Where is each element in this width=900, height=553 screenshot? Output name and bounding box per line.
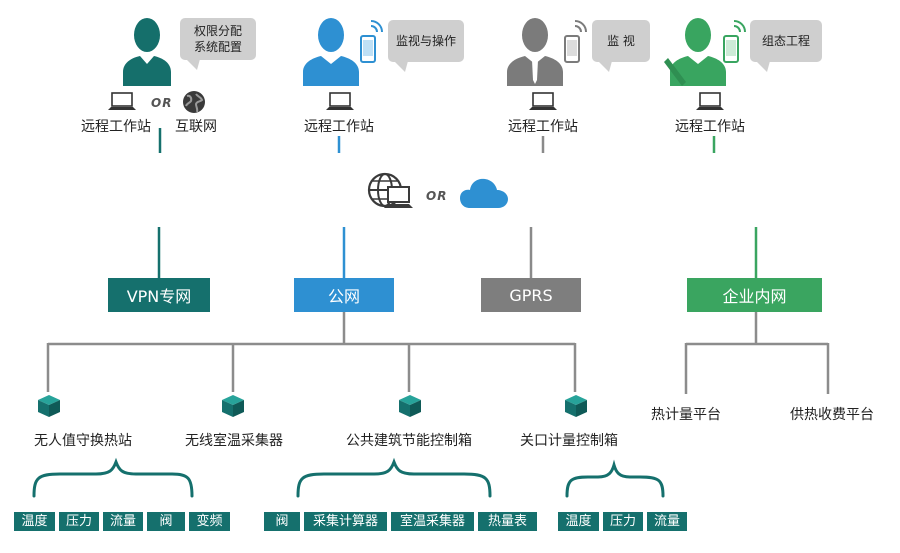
- brace-2: [296, 457, 492, 498]
- middle-bus: [157, 226, 758, 278]
- tag-frequency-converter: 变频: [189, 512, 230, 531]
- top-bus: [158, 128, 716, 154]
- or-label-station1: OR: [151, 96, 173, 110]
- laptop-icon: [696, 92, 724, 110]
- laptop-icon: [108, 92, 136, 110]
- platform-bus: [684, 312, 830, 394]
- tag-pressure: 压力: [603, 512, 643, 531]
- laptop-icon: [529, 92, 557, 110]
- device-label-building-control-box: 公共建筑节能控制箱: [346, 433, 472, 449]
- cloud-icon: [460, 178, 508, 208]
- platform-label-billing: 供热收费平台: [790, 407, 874, 423]
- device-label-heat-station: 无人值守换热站: [34, 433, 132, 449]
- station-label-1: 远程工作站: [81, 119, 151, 135]
- speech-bubble-monitor: 监 视: [592, 20, 650, 62]
- tag-acquisition-calculator: 采集计算器: [304, 512, 387, 531]
- or-label-center: OR: [426, 189, 448, 203]
- station-label-4: 远程工作站: [675, 119, 745, 135]
- tag-pressure: 压力: [59, 512, 99, 531]
- tag-flow: 流量: [647, 512, 687, 531]
- tag-temperature: 温度: [558, 512, 599, 531]
- brace-3: [565, 459, 665, 498]
- laptop-icon: [326, 92, 354, 110]
- person-with-phone-pen-icon: [664, 18, 746, 86]
- internet-label: 互联网: [175, 119, 217, 135]
- speech-bubble-operator: 监视与操作: [388, 20, 464, 62]
- globe-icon: [183, 91, 205, 113]
- tag-heat-meter: 热量表: [478, 512, 537, 531]
- tag-temperature: 温度: [14, 512, 55, 531]
- cube-icon: [38, 395, 60, 417]
- device-bus: [46, 312, 577, 392]
- operator-user-figure: [301, 16, 387, 90]
- speech-bubble-admin: 权限分配 系统配置: [180, 18, 256, 60]
- station-label-3: 远程工作站: [508, 119, 578, 135]
- tag-valve: 阀: [147, 512, 185, 531]
- tag-flow: 流量: [103, 512, 143, 531]
- brace-group: [32, 457, 665, 498]
- network-public-box: 公网: [294, 278, 394, 312]
- network-enterprise-box: 企业内网: [687, 278, 822, 312]
- tag-valve: 阀: [264, 512, 300, 531]
- globe-laptop-icon: [367, 172, 413, 208]
- tag-room-temp-collector: 室温采集器: [391, 512, 474, 531]
- station-label-2: 远程工作站: [304, 119, 374, 135]
- monitor-user-figure: [505, 16, 591, 90]
- device-label-gateway-meter-box: 关口计量控制箱: [520, 433, 618, 449]
- person-with-phone-icon: [303, 18, 383, 86]
- brace-1: [32, 457, 194, 498]
- admin-user-figure: [121, 16, 173, 90]
- network-vpn-box: VPN专网: [108, 278, 210, 312]
- cube-icon: [399, 395, 421, 417]
- platform-label-heat-metering: 热计量平台: [651, 407, 721, 423]
- speech-bubble-engineer: 组态工程: [750, 20, 822, 62]
- person-with-phone-icon: [507, 18, 587, 86]
- person-icon: [123, 18, 171, 86]
- device-label-wireless-collector: 无线室温采集器: [185, 433, 283, 449]
- cube-icon: [222, 395, 244, 417]
- cube-icon: [565, 395, 587, 417]
- network-gprs-box: GPRS: [481, 278, 581, 312]
- engineer-user-figure: [664, 16, 750, 90]
